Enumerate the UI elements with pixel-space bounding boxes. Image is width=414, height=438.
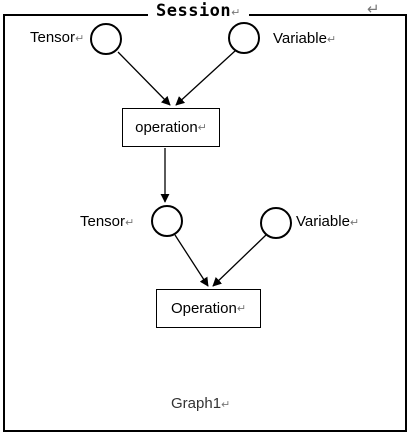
return-mark: ↵ bbox=[75, 32, 85, 45]
operation-bottom-label: Operation bbox=[170, 300, 237, 317]
session-title: Session↵ bbox=[148, 0, 249, 24]
return-mark: ↵ bbox=[197, 121, 207, 134]
graph-label-text: Graph1 bbox=[171, 395, 222, 412]
session-title-text: Session bbox=[156, 1, 232, 21]
variable-mid-label-text: Variable bbox=[296, 213, 350, 230]
operation-top-label: operation bbox=[135, 119, 198, 136]
tensor-mid-node bbox=[151, 205, 183, 237]
tensor-top-node bbox=[90, 23, 122, 55]
return-mark: ↵ bbox=[231, 6, 241, 19]
corner-return-mark: ↵ bbox=[367, 0, 380, 18]
operation-bottom-box: Operation↵ bbox=[156, 289, 261, 328]
variable-top-node bbox=[228, 22, 260, 54]
return-mark: ↵ bbox=[125, 216, 135, 229]
variable-top-label: Variable↵ bbox=[273, 30, 336, 49]
tensor-mid-label: Tensor↵ bbox=[80, 213, 134, 232]
edge-variable-to-operation bbox=[175, 50, 236, 106]
variable-mid-node bbox=[260, 207, 292, 239]
return-mark: ↵ bbox=[326, 33, 337, 46]
tensor-top-label-text: Tensor bbox=[30, 29, 76, 46]
edge-tensor-to-operation bbox=[117, 51, 171, 106]
variable-top-label-text: Variable bbox=[273, 30, 327, 47]
edge-tensor-to-operation-bottom bbox=[174, 234, 209, 287]
return-mark: ↵ bbox=[221, 398, 231, 411]
variable-mid-label: Variable↵ bbox=[296, 213, 359, 232]
tensor-top-label: Tensor↵ bbox=[30, 29, 84, 48]
edge-variable-to-operation-bottom bbox=[212, 234, 267, 287]
return-mark: ↵ bbox=[349, 216, 360, 229]
operation-top-box: operation↵ bbox=[122, 108, 220, 147]
tensor-mid-label-text: Tensor bbox=[80, 213, 126, 230]
return-mark: ↵ bbox=[236, 302, 247, 315]
graph-label: Graph1↵ bbox=[171, 395, 230, 414]
